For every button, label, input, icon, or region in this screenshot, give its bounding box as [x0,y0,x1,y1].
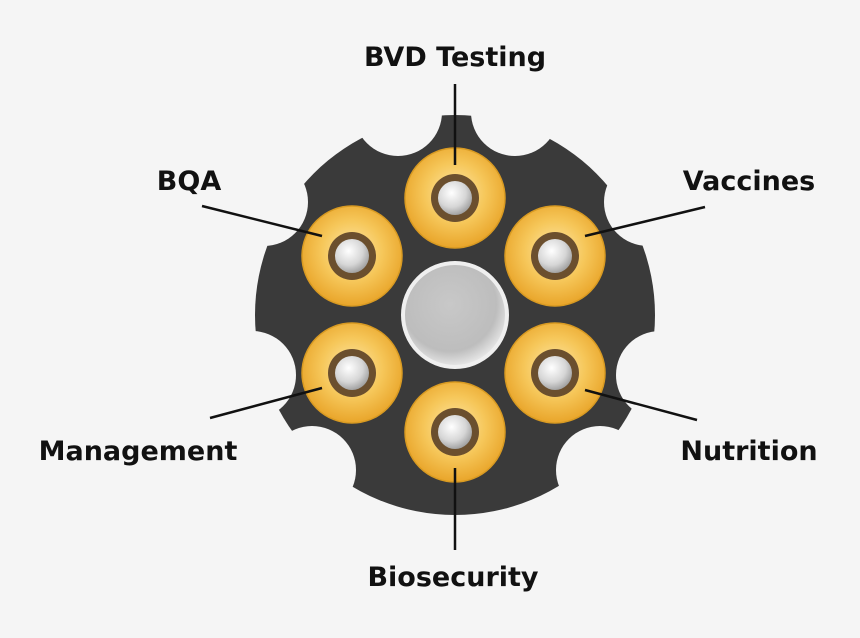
label-management: Management [39,436,238,467]
chamber-vaccines [504,205,606,307]
leader-line-bqa [201,204,323,238]
label-biosecurity: Biosecurity [367,562,538,593]
chambers-group [301,147,606,483]
chamber-management [301,322,403,424]
primer-cap [335,356,369,390]
primer-cap [335,239,369,273]
chamber-biosecurity [404,381,506,483]
label-vaccines: Vaccines [683,166,816,197]
primer-cap [438,415,472,449]
leader-line-nutrition [584,388,698,422]
primer-cap [538,356,572,390]
leader-line-vaccines [584,205,706,238]
chamber-bqa [301,205,403,307]
leader-lines-group [201,84,706,550]
leader-line-management [209,386,323,420]
label-nutrition: Nutrition [680,436,817,467]
center-pin [401,261,509,369]
chamber-nutrition [504,322,606,424]
primer-cap [538,239,572,273]
chamber-bvd [404,147,506,249]
label-bqa: BQA [157,166,222,197]
primer-cap [438,181,472,215]
label-bvd: BVD Testing [364,42,546,73]
